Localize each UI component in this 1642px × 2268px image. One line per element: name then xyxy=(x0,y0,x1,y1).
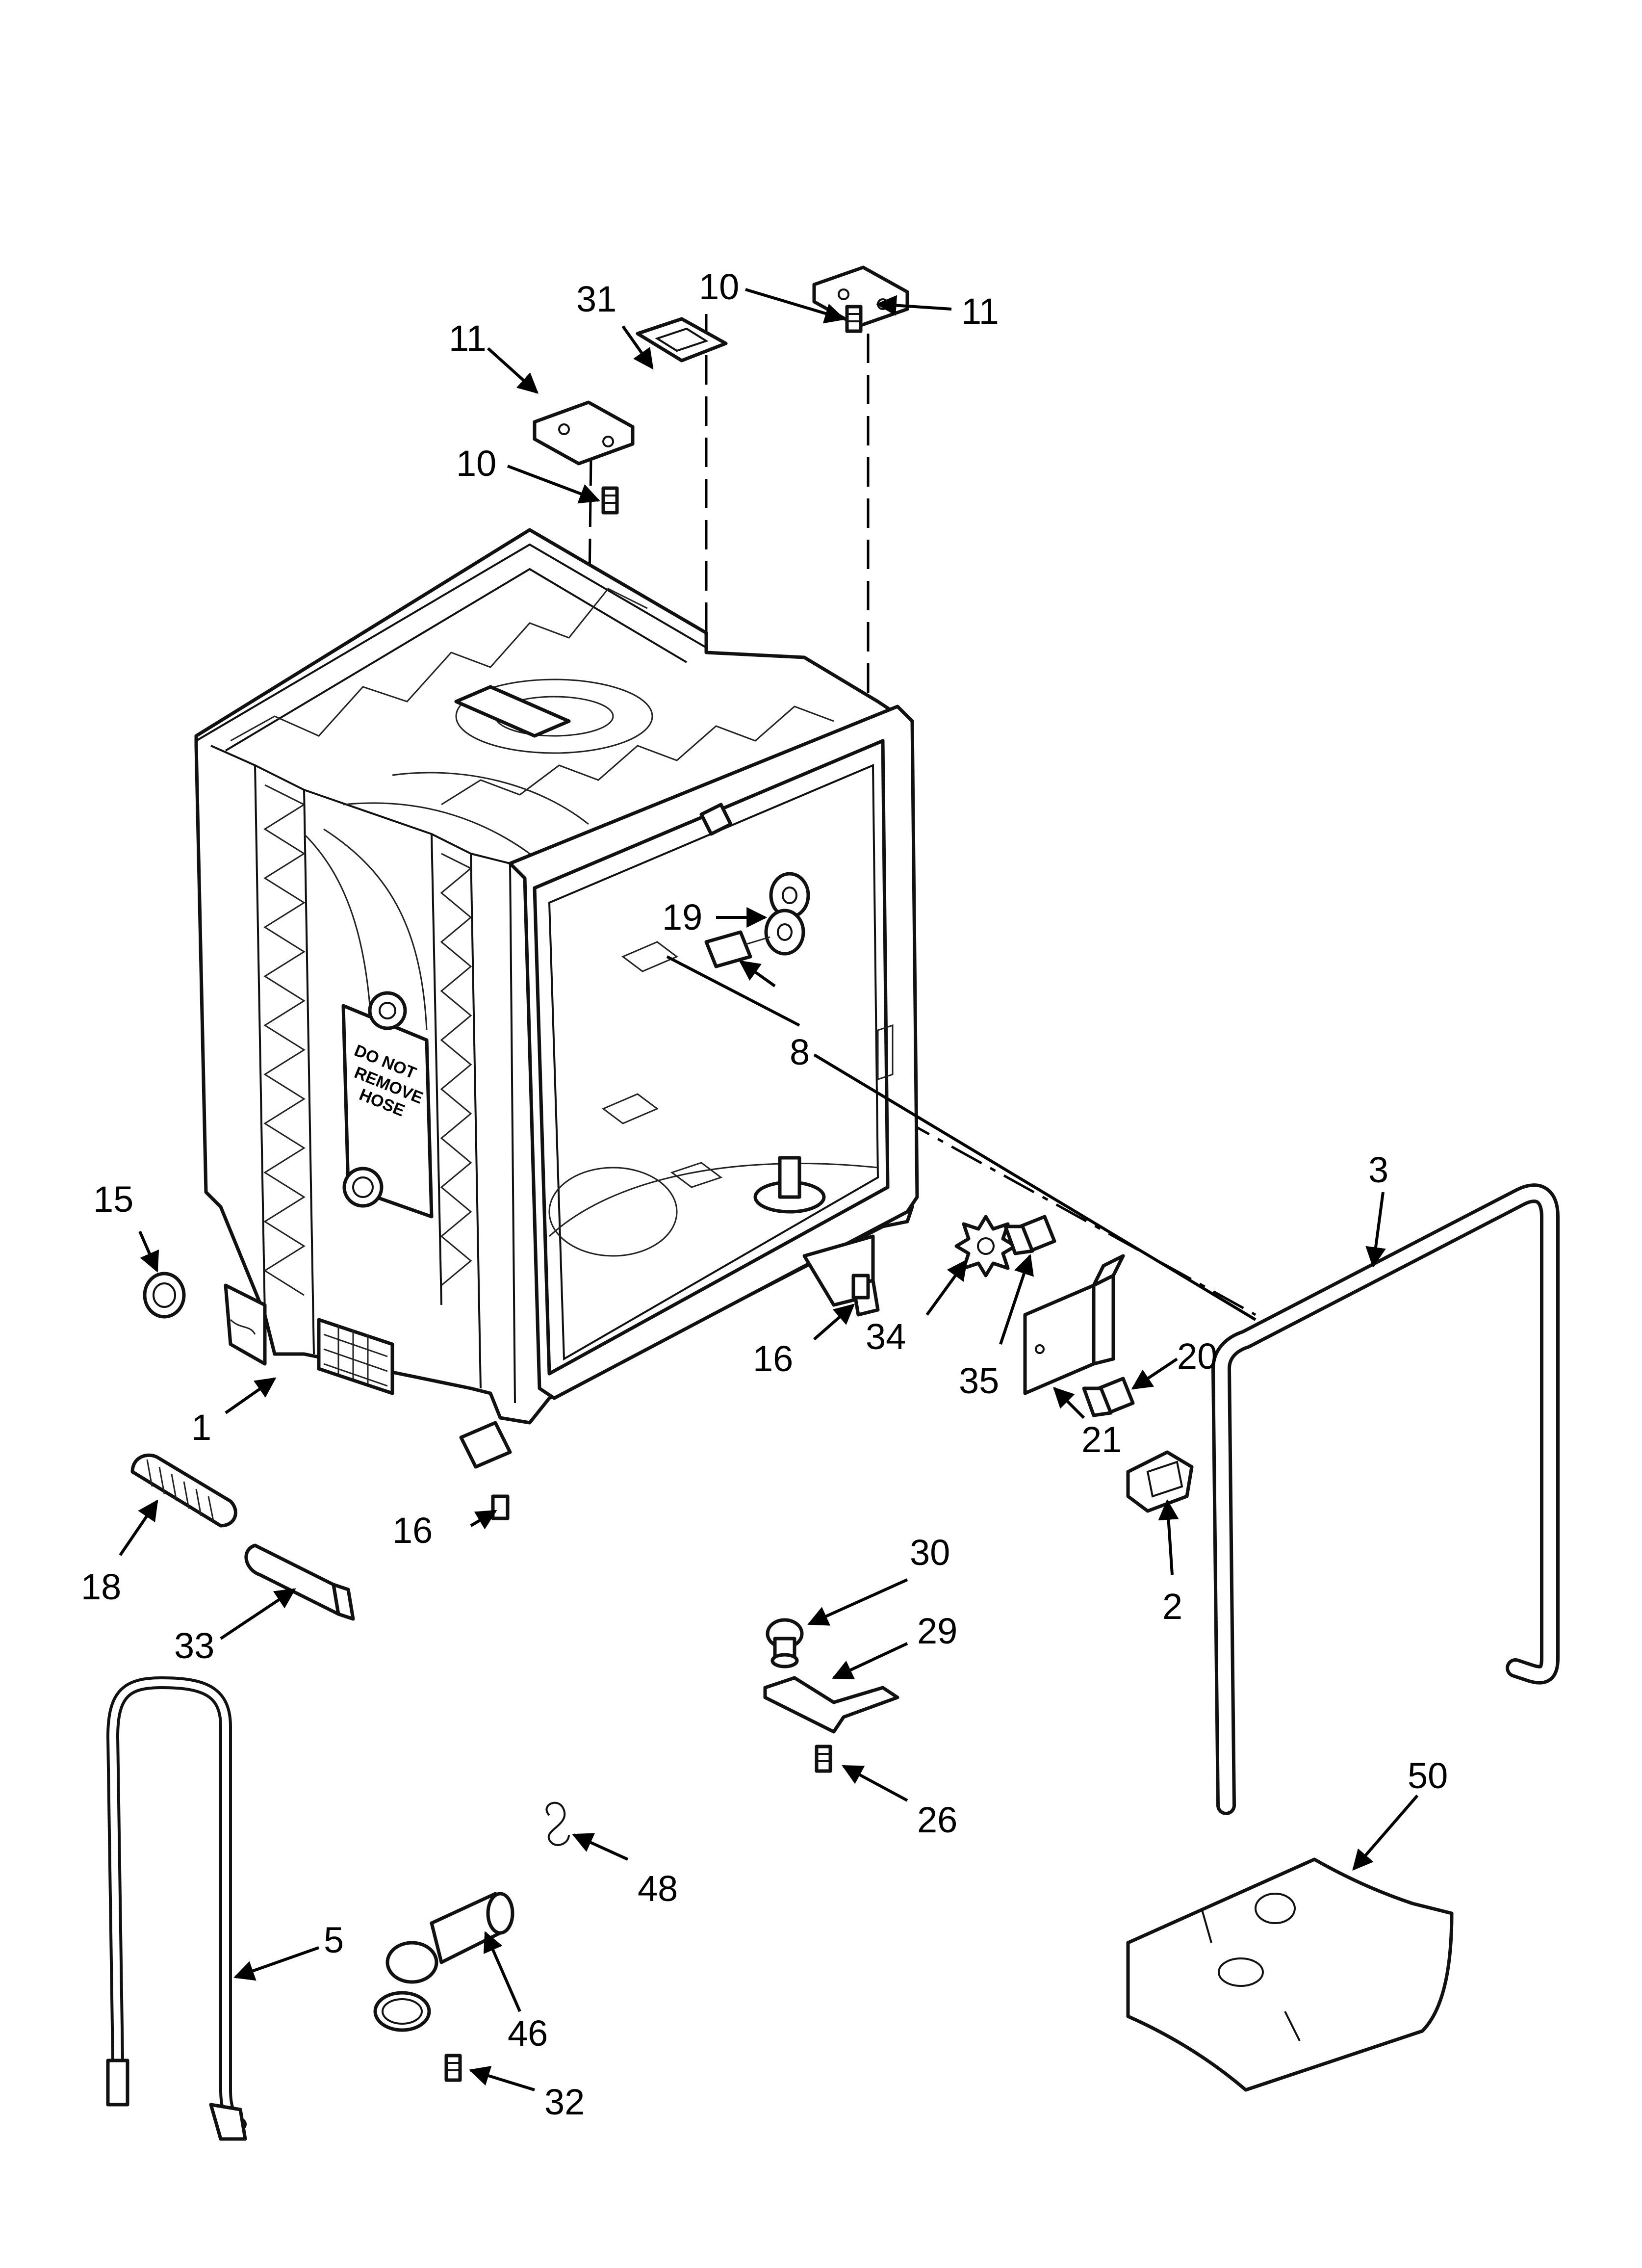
callout-30: 30 xyxy=(910,1532,950,1573)
callout-labels: 31 11 11 10 10 19 8 15 1 16 16 34 35 20 … xyxy=(81,266,1448,2122)
mounting-plate xyxy=(636,317,728,363)
callout-31: 31 xyxy=(576,279,616,319)
callout-19: 19 xyxy=(662,897,702,938)
callout-10-right: 10 xyxy=(699,266,739,307)
clip-2 xyxy=(1126,1450,1194,1513)
callout-3: 3 xyxy=(1368,1149,1388,1190)
callout-1: 1 xyxy=(191,1407,211,1448)
callout-26: 26 xyxy=(917,1799,957,1840)
leader-lines xyxy=(119,288,1419,2091)
callout-2: 2 xyxy=(1162,1586,1182,1627)
leveling-leg-16a xyxy=(851,1274,870,1300)
callout-11-right: 11 xyxy=(961,291,999,332)
callout-35: 35 xyxy=(959,1360,999,1401)
drain-hose xyxy=(106,1676,247,2141)
inlet-valve xyxy=(373,1892,514,2032)
spring xyxy=(130,1453,237,1528)
callout-32: 32 xyxy=(544,2082,585,2122)
callout-29: 29 xyxy=(917,1611,957,1651)
callout-16-left: 16 xyxy=(392,1510,433,1551)
callout-11-left: 11 xyxy=(449,318,487,359)
float-knob xyxy=(766,1618,804,1668)
door-gasket xyxy=(1211,1183,1560,1815)
callout-18: 18 xyxy=(81,1566,121,1607)
screw-10a xyxy=(601,486,619,515)
tub-assembly: DO NOT REMOVE HOSE xyxy=(194,528,919,1469)
bolt-35 xyxy=(1003,1215,1056,1255)
callout-15: 15 xyxy=(93,1179,133,1220)
callout-48: 48 xyxy=(638,1868,678,1909)
screw-32 xyxy=(444,2054,462,2082)
roller-assembly xyxy=(704,872,810,968)
grommet xyxy=(143,1272,186,1319)
screw-10b xyxy=(845,305,863,333)
screw-20 xyxy=(1082,1377,1135,1417)
parts-bag xyxy=(1126,1857,1454,2092)
float-bracket xyxy=(763,1676,899,1734)
callout-46: 46 xyxy=(508,2013,548,2054)
callout-16-right: 16 xyxy=(753,1338,793,1379)
callout-10-left: 10 xyxy=(456,443,496,484)
callout-8: 8 xyxy=(790,1032,810,1072)
callout-21: 21 xyxy=(1081,1419,1122,1460)
star-washer xyxy=(954,1215,1017,1277)
side-bracket xyxy=(1023,1254,1125,1395)
insulation-pad xyxy=(244,1543,355,1621)
callout-5: 5 xyxy=(324,1920,344,1960)
screw-26 xyxy=(815,1745,832,1773)
callout-34: 34 xyxy=(866,1316,906,1357)
callout-20: 20 xyxy=(1177,1336,1217,1377)
hinge-bracket-left xyxy=(533,400,635,466)
callout-33: 33 xyxy=(174,1625,214,1666)
leveling-leg-16b xyxy=(491,1494,510,1520)
callout-50: 50 xyxy=(1408,1755,1448,1796)
spring-clip xyxy=(545,1801,570,1846)
